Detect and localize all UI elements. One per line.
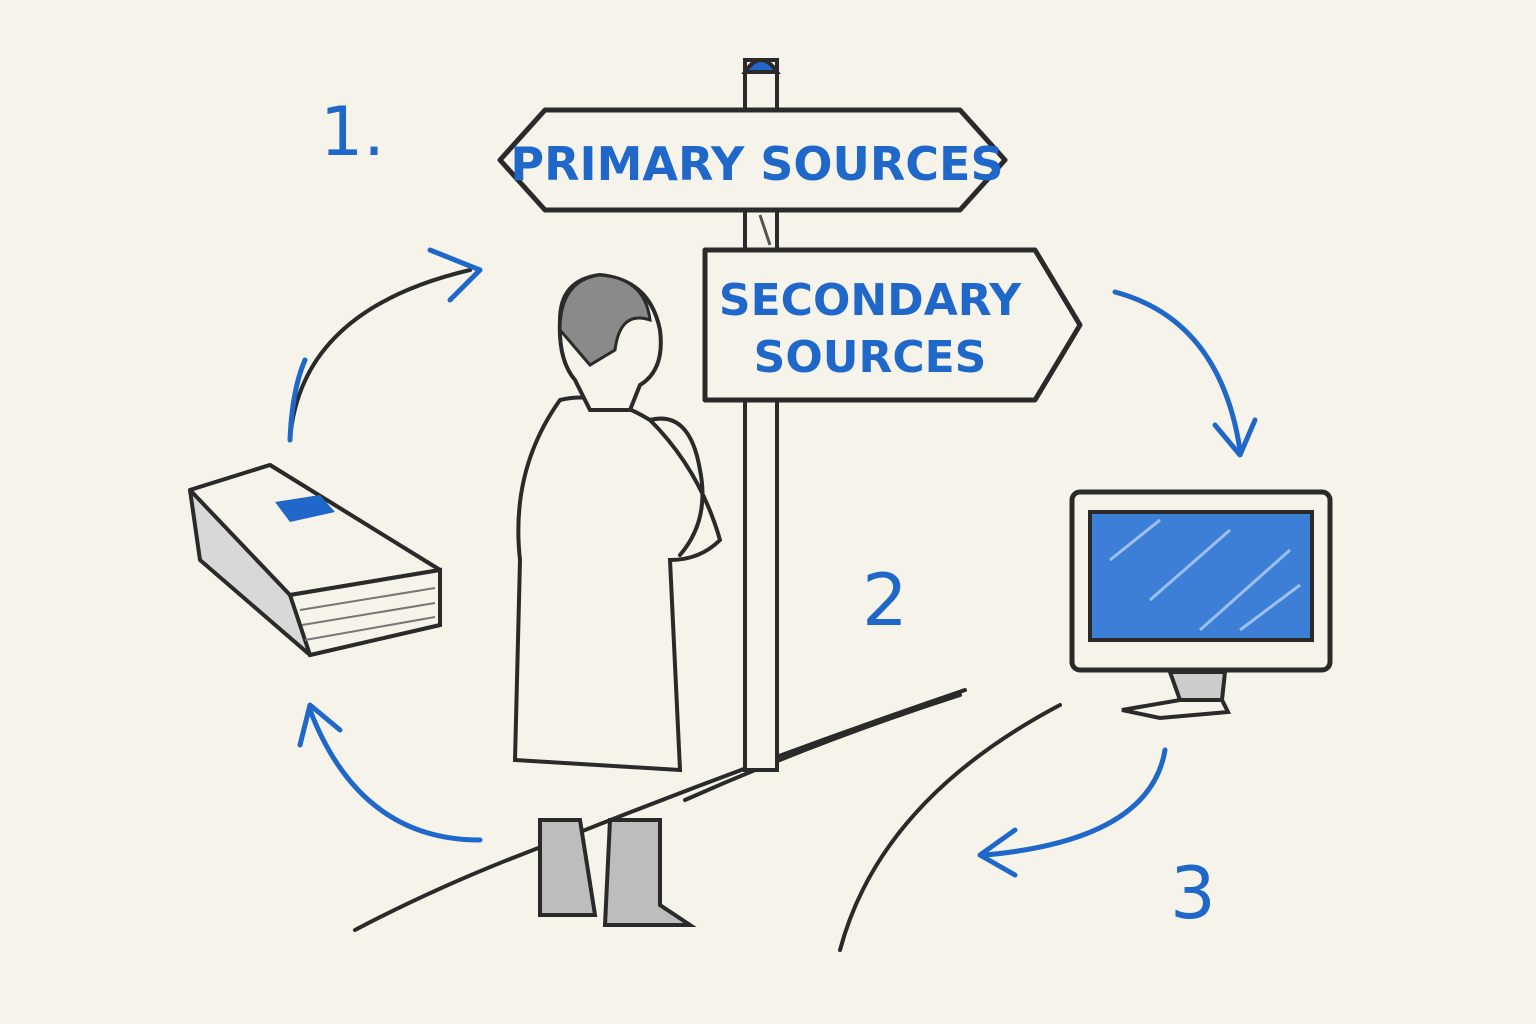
cycle-arrow-top-left: [288, 268, 472, 442]
cycle-arrow-bottom-right: [982, 747, 1168, 858]
cycle-arrow-bottom-left: [307, 707, 483, 843]
primary-sources-label: PRIMARY SOURCES: [510, 137, 1003, 191]
arrowhead-icon: [427, 247, 483, 303]
primary-sources-sign: PRIMARY SOURCES: [497, 107, 1008, 213]
step-1-label: 1.: [320, 93, 385, 172]
computer-monitor-icon: [1069, 489, 1333, 721]
book-icon: [188, 463, 442, 658]
step-3-label: 3: [1170, 851, 1216, 935]
cycle-arrow-top-left: [287, 357, 308, 443]
cycle-arrow-right: [1112, 289, 1243, 453]
path-line: [683, 693, 962, 802]
secondary-sources-label-line1: SECONDARY: [719, 275, 1022, 326]
path-line: [838, 703, 1062, 952]
secondary-sources-sign: SECONDARY SOURCES: [702, 247, 1083, 403]
path-line: [353, 688, 967, 932]
arrowhead-icon: [1212, 417, 1258, 458]
arrowhead-icon: [977, 827, 1018, 878]
researcher-figure: [512, 272, 723, 927]
secondary-sources-label-line2: SOURCES: [754, 332, 987, 383]
step-2-label: 2: [862, 558, 908, 642]
arrowhead-icon: [297, 702, 343, 748]
